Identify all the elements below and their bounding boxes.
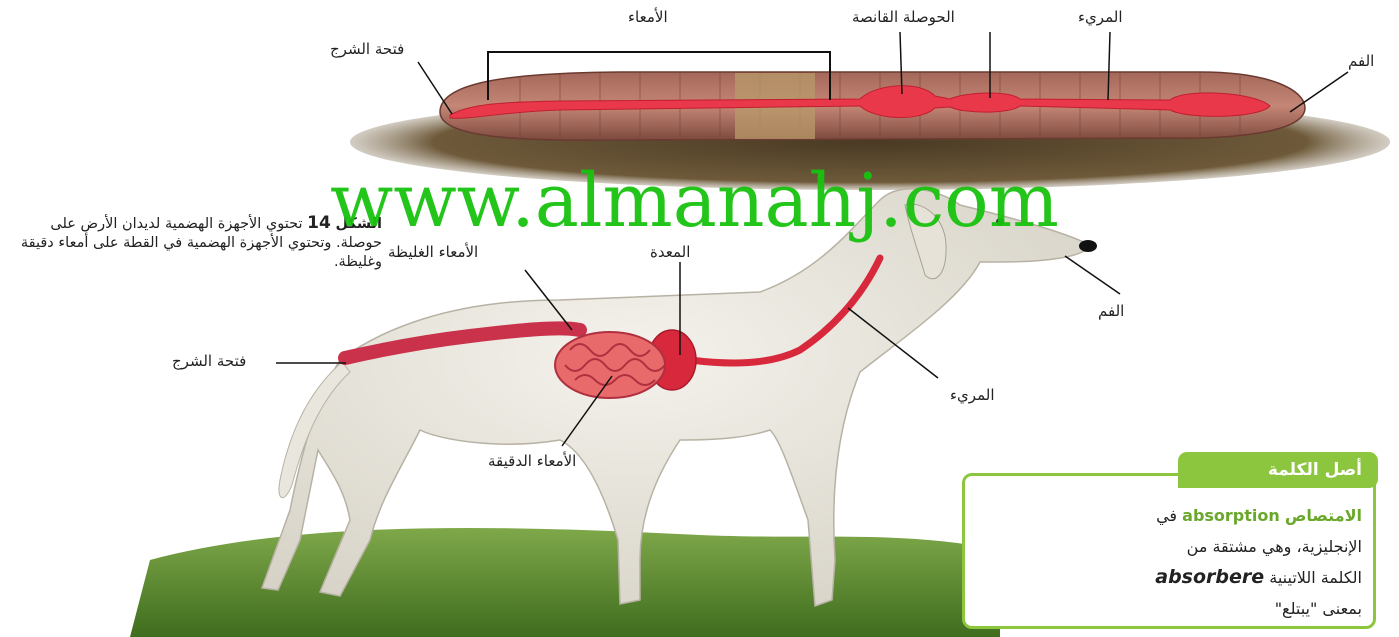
worm-label-gizzard: الحوصلة القانصة xyxy=(852,8,955,26)
line1-tail: في xyxy=(1156,506,1177,525)
watermark: www.almanahj.com xyxy=(330,158,1059,244)
caption-number: 14 xyxy=(307,213,331,233)
dog-label-mouth: الفم xyxy=(1098,302,1124,320)
dog-label-anus: فتحة الشرج xyxy=(172,352,246,370)
dog-label-esophagus: المريء xyxy=(950,386,994,404)
term-english: absorption xyxy=(1182,506,1280,525)
dog-mouth-leader xyxy=(1065,256,1120,294)
dog-label-stomach: المعدة xyxy=(650,243,690,261)
word-origin-line-3: الكلمة اللاتينية absorbere xyxy=(970,562,1362,593)
line3-pre: الكلمة اللاتينية xyxy=(1269,568,1362,587)
worm-label-mouth: الفم xyxy=(1348,52,1374,70)
worm-label-esophagus: المريء xyxy=(1078,8,1122,26)
grass-ground xyxy=(130,528,1000,637)
dog-label-large-intestine: الأمعاء الغليظة xyxy=(388,243,478,261)
latin-term: absorbere xyxy=(1155,566,1264,588)
dog-nose xyxy=(1079,240,1097,252)
worm-label-anus: فتحة الشرج xyxy=(330,40,404,58)
word-origin-line-2: الإنجليزية، وهي مشتقة من xyxy=(970,531,1362,562)
term-arabic: الامتصاص xyxy=(1285,506,1362,525)
dog-small-intestine xyxy=(555,332,665,398)
word-origin-line-4: بمعنى "يبتلع" xyxy=(970,593,1362,624)
worm-label-intestine: الأمعاء xyxy=(628,8,668,26)
word-origin-body: الامتصاص absorption في الإنجليزية، وهي م… xyxy=(970,500,1362,624)
worm-anus-leader xyxy=(418,62,452,114)
word-origin-title: أصل الكلمة xyxy=(1178,452,1378,488)
word-origin-line-1: الامتصاص absorption في xyxy=(970,500,1362,531)
worm-mouth-leader xyxy=(1290,72,1348,112)
dog-label-small-intestine: الأمعاء الدقيقة xyxy=(488,452,576,470)
figure-caption: الشكل 14 تحتوي الأجهزة الهضمية لديدان ال… xyxy=(14,214,382,272)
